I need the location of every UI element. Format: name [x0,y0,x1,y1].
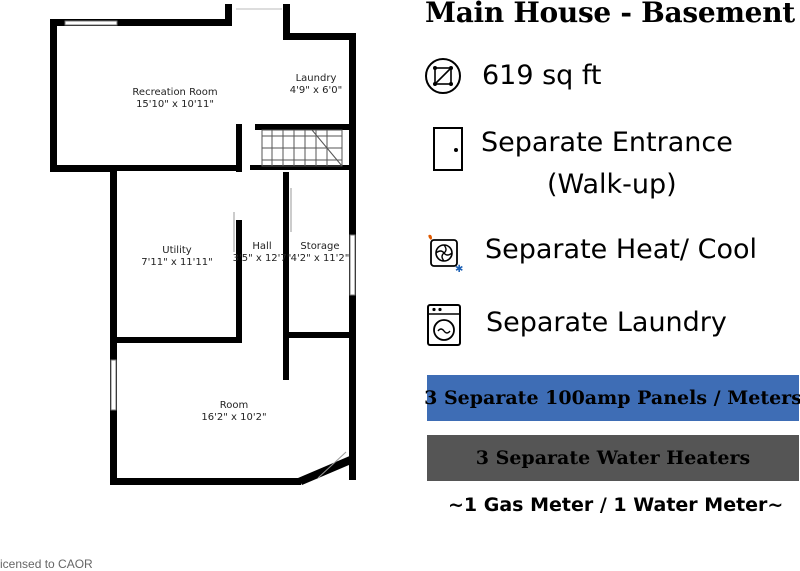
floor-plan: Recreation Room 15'10" x 10'11" Laundry … [50,4,356,485]
room-name: Hall [252,241,271,252]
meters-note: ~1 Gas Meter / 1 Water Meter~ [448,494,784,516]
room-dims: 15'10" x 10'11" [136,99,214,110]
svg-text:✱: ✱ [455,264,463,274]
laundry-text: Separate Laundry [486,307,727,338]
room-dims: 4'2" x 11'2" [291,253,350,264]
water-heaters-banner: 3 Separate Water Heaters [427,435,799,481]
room-name: Utility [162,245,191,256]
room-labels: Recreation Room 15'10" x 10'11" Laundry … [132,73,349,423]
entrance-text: Separate Entrance [481,127,733,158]
area-text: 619 sq ft [482,60,602,91]
room-name: Storage [300,241,339,252]
floor-area-icon [425,58,461,94]
walls [50,4,356,485]
walkup-text: (Walk-up) [547,169,677,200]
heat-cool-text: Separate Heat/ Cool [485,234,757,265]
room-dims: 7'11" x 11'11" [141,257,213,268]
room-dims: 16'2" x 10'2" [201,412,266,423]
staircase [261,129,343,167]
room-dims: 3'5" x 12'7" [233,253,292,264]
panels-banner: 3 Separate 100amp Panels / Meters [424,375,800,421]
hvac-icon: ✱ [428,234,463,274]
room-name: Room [220,400,248,411]
door-icon [433,127,463,171]
room-name: Laundry [296,73,337,84]
page-title: Main House - Basement [425,0,795,29]
washing-machine-icon [427,304,461,346]
license-credit: icensed to CAOR [0,557,93,571]
room-name: Recreation Room [132,87,217,98]
room-dims: 4'9" x 6'0" [290,85,342,96]
